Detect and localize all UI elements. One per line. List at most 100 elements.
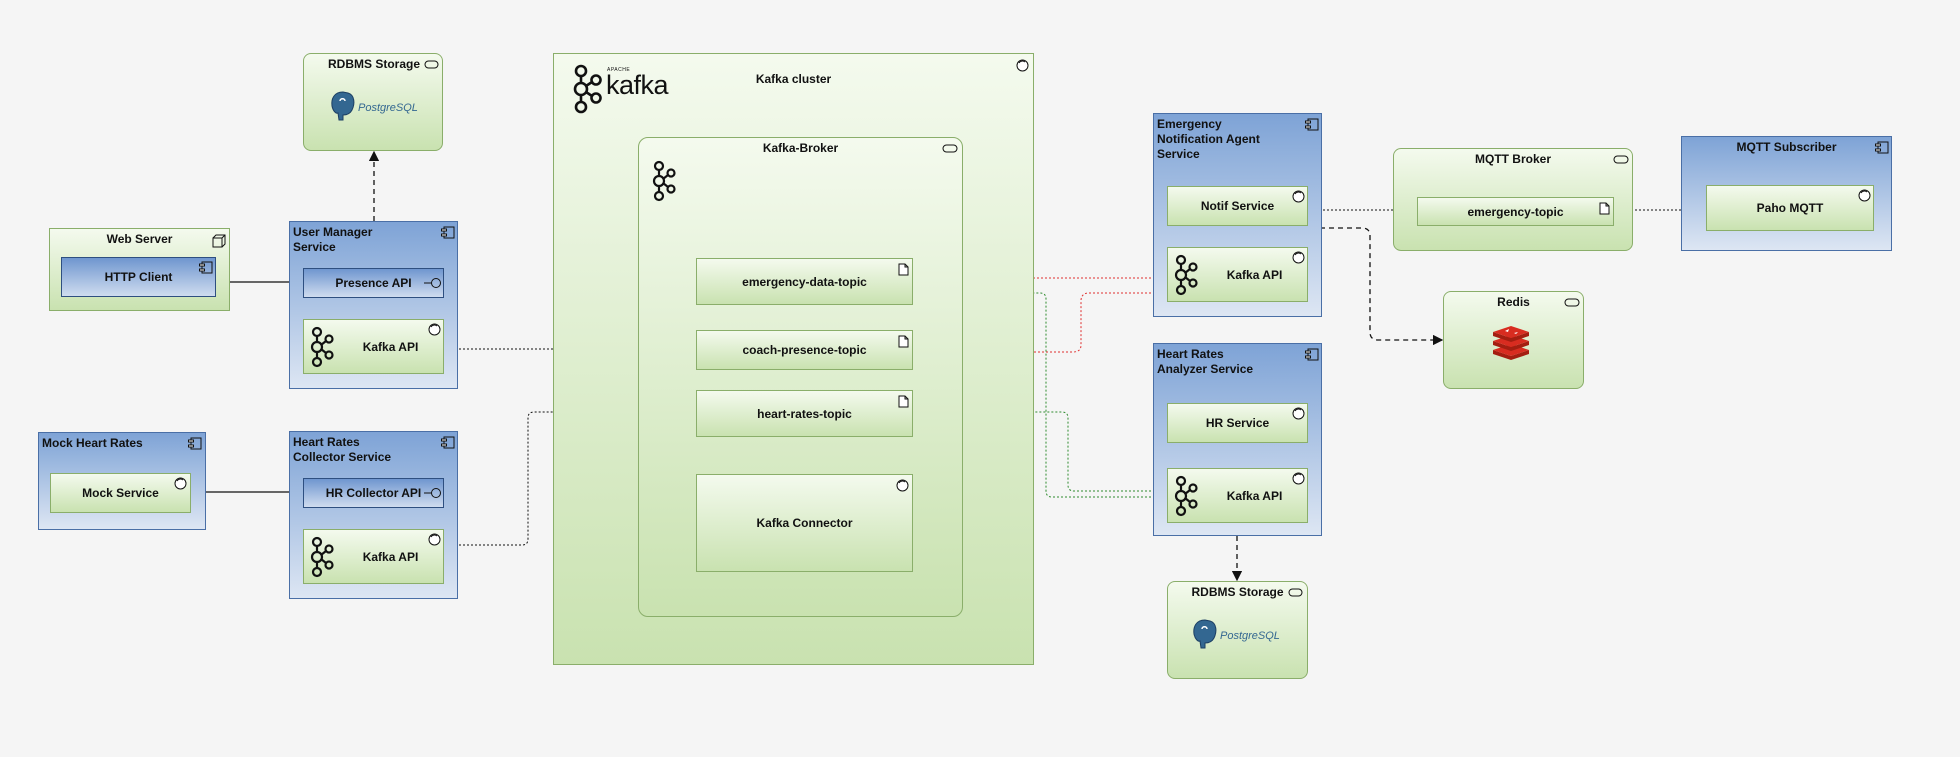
topic-emergency-data[interactable]: emergency-data-topic (696, 258, 913, 305)
redis-logo-icon (1493, 326, 1529, 360)
node-title: MQTT Subscriber (1736, 140, 1837, 154)
component-icon (188, 437, 202, 450)
kafka-broker[interactable]: Kafka-Broker emergency-data-topic coach-… (638, 137, 963, 617)
kafka-api-collector[interactable]: Kafka API (303, 529, 444, 584)
kafka-icon (1174, 254, 1198, 296)
node-title: Emergency Notification Agent Service (1157, 117, 1260, 161)
component-icon (1875, 141, 1889, 154)
link-emergency-redis (1320, 227, 1444, 346)
link-analyzer-heartrates (912, 412, 1167, 492)
mock-service[interactable]: Mock Service (50, 473, 191, 513)
component-icon (441, 226, 455, 239)
presence-api[interactable]: Presence API (303, 268, 444, 298)
node-type-icon (942, 144, 958, 153)
rdbms-storage-bottom[interactable]: RDBMS Storage PostgreSQL (1167, 581, 1308, 679)
paho-mqtt[interactable]: Paho MQTT (1706, 185, 1874, 231)
component-icon (1305, 348, 1319, 361)
topic-label: emergency-data-topic (742, 274, 867, 289)
link-emergency-coachpresence (912, 292, 1167, 352)
service-icon (1292, 472, 1305, 485)
node-title: MQTT Broker (1474, 152, 1551, 166)
kafka-connector[interactable]: Kafka Connector (696, 474, 913, 572)
presence-api-label: Presence API (335, 276, 412, 290)
user-manager-service[interactable]: User Manager Service Presence API Kafka … (289, 221, 458, 389)
service-icon (1292, 251, 1305, 264)
node-type-icon (1613, 155, 1629, 164)
interface-lollipop-icon (424, 278, 441, 288)
artifact-icon (898, 395, 909, 408)
mock-service-label: Mock Service (82, 486, 159, 500)
node-title: RDBMS Storage (328, 57, 421, 71)
kafka-logo-wordmark: kafka (606, 70, 669, 100)
mqtt-subscriber[interactable]: MQTT Subscriber Paho MQTT (1681, 136, 1892, 251)
hr-collector-api[interactable]: HR Collector API (303, 478, 444, 508)
topic-coach-presence[interactable]: coach-presence-topic (696, 330, 913, 370)
node-type-icon (1288, 588, 1303, 597)
rdbms-storage-top[interactable]: RDBMS Storage PostgreSQL (303, 53, 443, 151)
artifact-icon (898, 335, 909, 348)
kafka-api-label: Kafka API (362, 549, 419, 564)
notif-service-label: Notif Service (1200, 199, 1275, 213)
node-title: Kafka-Broker (762, 141, 839, 155)
emergency-notification-agent-service[interactable]: Emergency Notification Agent Service Not… (1153, 113, 1322, 317)
component-icon (1305, 118, 1319, 131)
hr-service-label: HR Service (1205, 416, 1270, 430)
kafka-icon (652, 160, 676, 202)
service-icon (1292, 190, 1305, 203)
node-type-icon (1564, 298, 1580, 307)
mock-heart-rates-node[interactable]: Mock Heart Rates Mock Service (38, 432, 206, 530)
artifact-icon (1599, 202, 1610, 215)
link-collector-heartrates (443, 412, 695, 546)
node-title: Redis (1497, 295, 1530, 309)
service-icon (428, 533, 441, 546)
node-3d-icon (212, 234, 226, 248)
kafka-api-label: Kafka API (1226, 267, 1283, 282)
kafka-api-analyzer[interactable]: Kafka API (1167, 468, 1308, 523)
topic-label: heart-rates-topic (757, 406, 852, 421)
component-icon (199, 261, 213, 274)
kafka-api-usermanager[interactable]: Kafka API (303, 319, 444, 374)
kafka-icon (1174, 475, 1198, 517)
topic-heart-rates[interactable]: heart-rates-topic (696, 390, 913, 437)
node-title: Heart Rates Collector Service (293, 435, 392, 464)
node-title: Heart Rates Analyzer Service (1157, 347, 1254, 376)
node-title: Web Server (106, 232, 173, 246)
mqtt-topic-label: emergency-topic (1467, 204, 1564, 219)
postgresql-logo-text: PostgreSQL (1220, 630, 1280, 642)
mqtt-broker[interactable]: MQTT Broker emergency-topic (1393, 148, 1633, 251)
web-server-node[interactable]: Web Server HTTP Client (49, 228, 230, 311)
http-client[interactable]: HTTP Client (61, 257, 216, 297)
http-client-label: HTTP Client (104, 270, 173, 284)
kafka-logo-small-text: APACHE (607, 67, 631, 73)
node-title: Mock Heart Rates (42, 436, 143, 450)
topic-label: coach-presence-topic (742, 343, 867, 357)
paho-mqtt-label: Paho MQTT (1756, 201, 1824, 215)
kafka-api-label: Kafka API (1226, 488, 1283, 503)
hr-service[interactable]: HR Service (1167, 403, 1308, 443)
kafka-api-label: Kafka API (362, 339, 419, 354)
node-type-icon (424, 60, 439, 69)
kafka-cluster[interactable]: APACHE kafka Kafka cluster Kafka-Broker … (553, 53, 1034, 665)
kafka-api-emergency[interactable]: Kafka API (1167, 247, 1308, 302)
node-title: RDBMS Storage (1191, 585, 1284, 599)
link-analyzer-emergencydata (912, 293, 1167, 498)
interface-lollipop-icon (424, 488, 441, 498)
kafka-logo-icon (573, 64, 602, 114)
node-title: Kafka cluster (755, 72, 832, 86)
hr-collector-api-label: HR Collector API (325, 486, 422, 500)
postgresql-elephant-icon (1193, 619, 1217, 649)
component-icon (441, 436, 455, 449)
notif-service[interactable]: Notif Service (1167, 186, 1308, 226)
artifact-icon (898, 263, 909, 276)
service-icon (1858, 189, 1871, 202)
postgresql-logo-text: PostgreSQL (358, 102, 418, 114)
redis-node[interactable]: Redis (1443, 291, 1584, 389)
node-title: User Manager Service (293, 225, 373, 254)
heart-rates-collector-service[interactable]: Heart Rates Collector Service HR Collect… (289, 431, 458, 599)
service-icon (1292, 407, 1305, 420)
postgresql-elephant-icon (331, 91, 355, 121)
service-icon (428, 323, 441, 336)
mqtt-emergency-topic[interactable]: emergency-topic (1417, 197, 1614, 226)
heart-rates-analyzer-service[interactable]: Heart Rates Analyzer Service HR Service … (1153, 343, 1322, 536)
kafka-connector-label: Kafka Connector (756, 516, 853, 530)
